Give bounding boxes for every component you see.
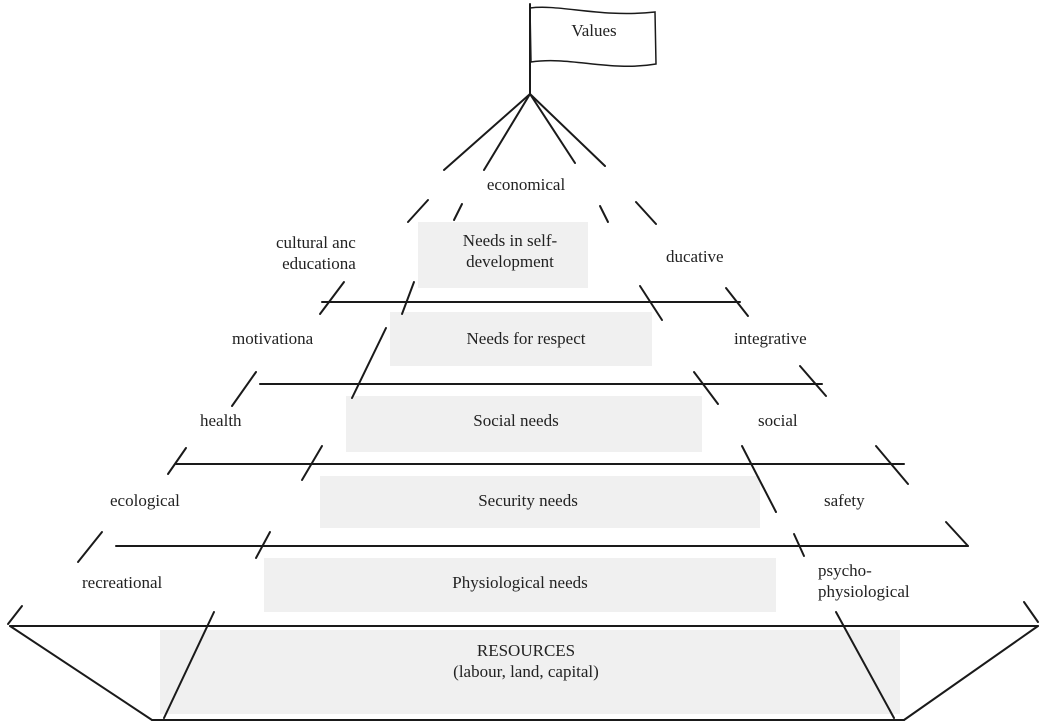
inner-left-seg-2 — [401, 281, 415, 315]
flag-label: Values — [571, 21, 617, 40]
base-right-edge — [903, 625, 1039, 721]
inner-right-seg-4 — [741, 445, 777, 513]
center-label-social-needs: Social needs — [473, 411, 559, 430]
outer-left-seg-1 — [407, 199, 429, 223]
outer-left-seg-6 — [7, 605, 23, 625]
outer-right-seg-6 — [1023, 601, 1039, 623]
left-label-health: health — [200, 411, 242, 430]
left-label-motivational: motivationa — [232, 329, 314, 348]
inner-right-seg-1 — [599, 205, 609, 223]
shade-respect — [390, 312, 652, 366]
center-label-security: Security needs — [478, 491, 578, 510]
outer-right-seg-5 — [945, 521, 969, 547]
outer-right-seg-3 — [799, 365, 827, 397]
flag-string-3 — [529, 93, 576, 164]
inner-right-seg-3 — [693, 371, 719, 405]
center-label-self-development: Needs in self-development — [462, 231, 558, 271]
right-label-social: social — [758, 411, 798, 430]
inner-left-seg-3 — [351, 327, 387, 399]
shade-security — [320, 476, 760, 528]
outer-right-seg-1 — [635, 201, 657, 225]
outer-left-seg-5 — [77, 531, 103, 563]
base-left-edge — [9, 625, 153, 721]
left-label-recreational: recreational — [82, 573, 163, 592]
shade-resources — [160, 630, 900, 714]
top-label: economical — [486, 175, 566, 194]
right-label-educative: ducative — [666, 247, 724, 266]
inner-left-seg-1 — [453, 203, 463, 221]
center-label-physiological: Physiological needs — [452, 573, 588, 592]
right-label-psycho-physiological: psycho-physiological — [818, 561, 910, 601]
center-label-respect: Needs for respect — [466, 329, 586, 348]
right-label-safety: safety — [824, 491, 865, 510]
left-label-ecological: ecological — [110, 491, 180, 510]
shade-physiological — [264, 558, 776, 612]
shade-social — [346, 396, 702, 452]
shade-self-development — [418, 222, 588, 288]
flag-string-1 — [443, 93, 531, 171]
flag-string-2 — [483, 93, 531, 171]
base-inner-right — [835, 611, 895, 719]
outer-left-seg-2 — [319, 281, 345, 315]
base-label: RESOURCES(labour, land, capital) — [453, 641, 599, 681]
right-label-integrative: integrative — [734, 329, 807, 348]
outer-left-seg-3 — [231, 371, 257, 407]
base-inner-left — [163, 611, 215, 719]
flag-shape — [529, 6, 657, 67]
flag-string-4 — [529, 93, 606, 167]
outer-left-seg-4 — [167, 447, 187, 475]
